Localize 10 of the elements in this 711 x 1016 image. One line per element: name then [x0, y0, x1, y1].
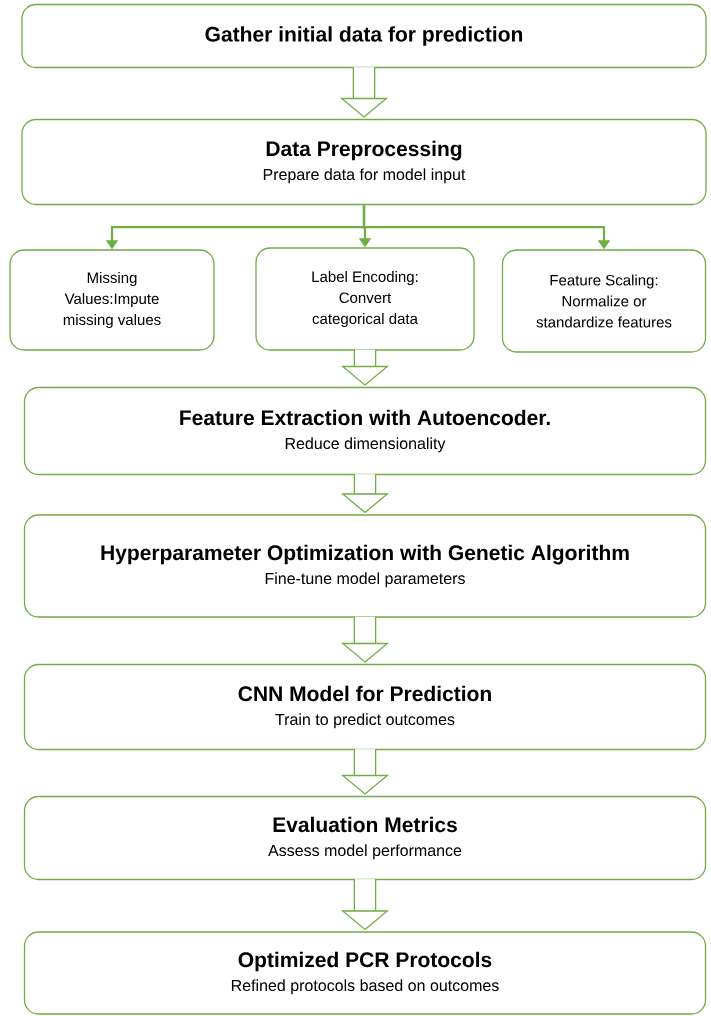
- step-box: Feature Extraction with Autoencoder. Reduce dimensionality: [23, 386, 707, 476]
- step-box: Hyperparameter Optimization with Genetic Algorithm Fine-tune model parameters: [23, 514, 707, 618]
- step-box: Evaluation Metrics Assess model performance: [23, 795, 707, 881]
- substep-box: Missing Values:Impute missing values: [9, 249, 215, 351]
- step-box: Gather initial data for prediction: [21, 3, 707, 69]
- step-box: CNN Model for Prediction Train to predict outcomes: [23, 663, 707, 751]
- step-box: Optimized PCR Protocols Refined protocols based on outcomes: [23, 931, 707, 1015]
- substep-box: Feature Scaling: Normalize or standardize features: [501, 249, 707, 353]
- substep-box: Label Encoding: Convert categorical data: [255, 247, 475, 351]
- step-box: Data Preprocessing Prepare data for model input: [21, 118, 707, 206]
